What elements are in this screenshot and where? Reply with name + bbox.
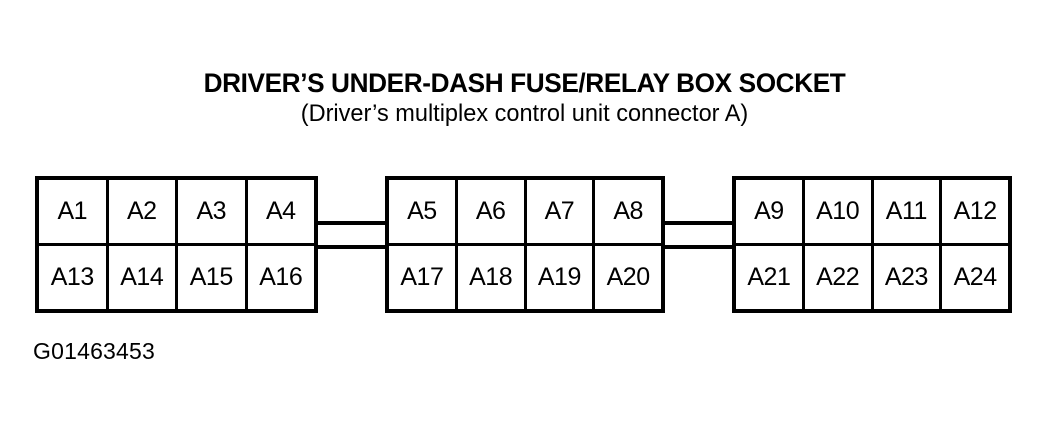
- socket-cell-a21[interactable]: A21: [736, 246, 805, 309]
- connector-block-1-top-row: A1 A2 A3 A4: [39, 180, 314, 246]
- connector-block-2-top-row: A5 A6 A7 A8: [389, 180, 661, 246]
- socket-cell-a10[interactable]: A10: [805, 180, 874, 243]
- cable-right: [657, 221, 739, 249]
- figure-caption: G01463453: [33, 338, 156, 364]
- connector-block-1: A1 A2 A3 A4 A13 A14 A15 A16: [35, 176, 318, 313]
- connector-block-1-bottom-row: A13 A14 A15 A16: [39, 246, 314, 309]
- title-block: DRIVER’S UNDER-DASH FUSE/RELAY BOX SOCKE…: [0, 68, 1049, 128]
- socket-cell-a6[interactable]: A6: [458, 180, 527, 243]
- connector-block-2: A5 A6 A7 A8 A17 A18 A19 A20: [385, 176, 665, 313]
- socket-cell-a13[interactable]: A13: [39, 246, 109, 309]
- socket-cell-a8[interactable]: A8: [613, 197, 643, 225]
- socket-cell-a16[interactable]: A16: [259, 263, 303, 291]
- connector-block-3-bottom-row: A21 A22 A23 A24: [736, 246, 1008, 309]
- socket-cell-a15[interactable]: A15: [178, 246, 248, 309]
- socket-cell-a19[interactable]: A19: [527, 246, 596, 309]
- connector-block-3: A9 A10 A11 A12 A21 A22 A23 A24: [732, 176, 1012, 313]
- socket-cell-a3[interactable]: A3: [178, 180, 248, 243]
- socket-cell-a24[interactable]: A24: [953, 263, 997, 291]
- cable-left: [310, 221, 392, 249]
- socket-cell-a9[interactable]: A9: [736, 180, 805, 243]
- socket-cell-a14[interactable]: A14: [109, 246, 178, 309]
- socket-cell-a5[interactable]: A5: [389, 180, 458, 243]
- socket-cell-a2[interactable]: A2: [109, 180, 178, 243]
- connector-block-2-bottom-row: A17 A18 A19 A20: [389, 246, 661, 309]
- socket-cell-a18[interactable]: A18: [458, 246, 527, 309]
- socket-cell-a4[interactable]: A4: [265, 197, 296, 225]
- socket-cell-a20[interactable]: A20: [606, 263, 650, 291]
- socket-cell-a12[interactable]: A12: [953, 197, 997, 225]
- socket-cell-a17[interactable]: A17: [389, 246, 458, 309]
- page-subtitle: (Driver’s multiplex control unit connect…: [300, 100, 749, 127]
- socket-cell-a11[interactable]: A11: [874, 180, 943, 243]
- page-title: DRIVER’S UNDER-DASH FUSE/RELAY BOX SOCKE…: [203, 68, 846, 98]
- socket-cell-a7[interactable]: A7: [527, 180, 596, 243]
- socket-cell-a1[interactable]: A1: [39, 180, 109, 243]
- connector-block-3-top-row: A9 A10 A11 A12: [736, 180, 1008, 246]
- socket-cell-a22[interactable]: A22: [805, 246, 874, 309]
- socket-cell-a23[interactable]: A23: [874, 246, 943, 309]
